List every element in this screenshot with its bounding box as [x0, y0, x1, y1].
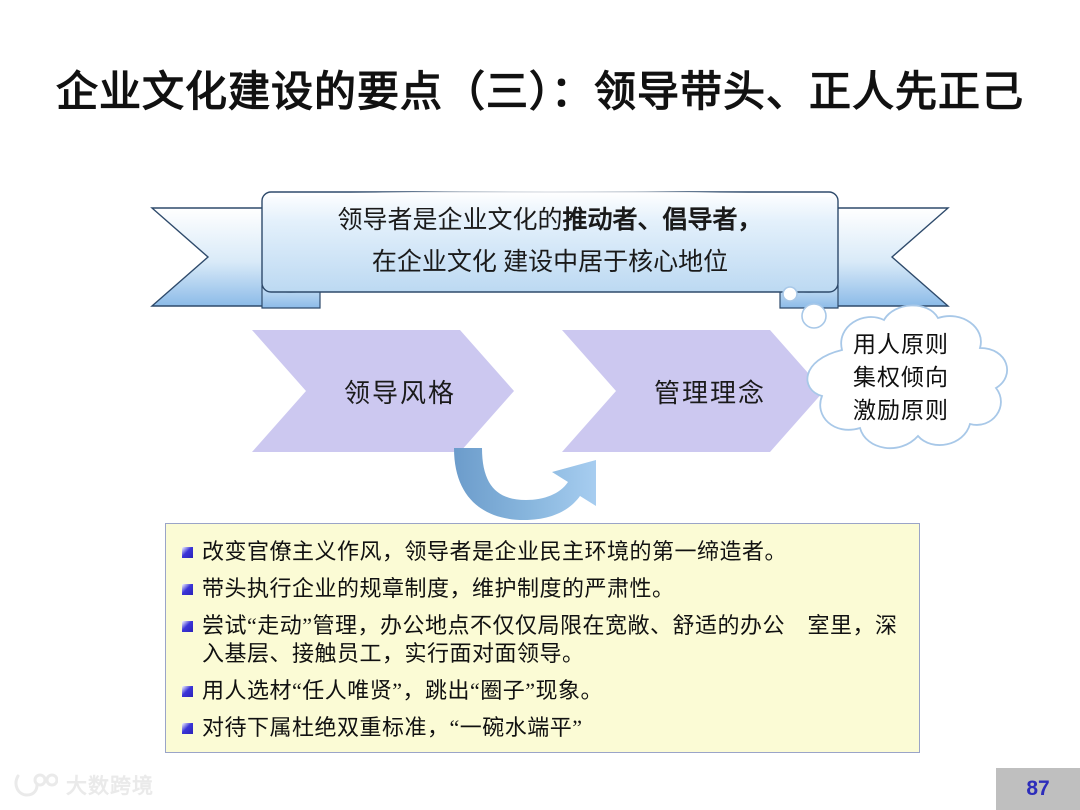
brand-logo-icon: [14, 773, 58, 797]
bullet-text: 对待下属杜绝双重标准，“一碗水端平”: [202, 715, 583, 740]
ribbon-line-1-bold: 推动者、倡导者，: [562, 207, 763, 234]
page-number-bar: 87: [996, 768, 1080, 810]
page-title: 企业文化建设的要点（三）：领导带头、正人先正己: [55, 68, 1024, 115]
chevron-management-philosophy: 管理理念: [562, 330, 824, 452]
bullet-square-icon: [182, 723, 193, 734]
ribbon-line-2: 在企业文化 建设中居于核心地位: [371, 249, 729, 276]
cloud-text: 用人原则 集权倾向 激励原则: [772, 328, 1030, 427]
ribbon-shape: [150, 191, 950, 309]
chevron-label: 管理理念: [653, 378, 766, 408]
chevron-shape: [252, 330, 514, 452]
bullet-square-icon: [182, 686, 193, 697]
bullet-square-icon: [182, 584, 193, 595]
list-item: 改变官僚主义作风，领导者是企业民主环境的第一缔造者。: [182, 538, 903, 566]
list-item: 对待下属杜绝双重标准，“一碗水端平”: [182, 714, 903, 742]
list-item: 带头执行企业的规章制度，维护制度的严肃性。: [182, 575, 903, 603]
curved-arrow-shape: [454, 448, 596, 520]
cloud-line-1: 用人原则: [853, 332, 949, 357]
watermark-text: 大数跨境: [66, 775, 154, 798]
watermark: 大数跨境: [14, 770, 154, 800]
chevron-label: 领导风格: [343, 378, 456, 408]
bullet-text: 用人选材“任人唯贤”，跳出“圈子”现象。: [202, 678, 604, 703]
curved-arrow-icon: [440, 444, 630, 524]
cloud-shape: [782, 286, 1008, 450]
chevron-leadership-style: 领导风格: [252, 330, 514, 452]
bullet-square-icon: [182, 621, 193, 632]
ribbon-text: 领导者是企业文化的推动者、倡导者， 在企业文化 建设中居于核心地位: [265, 200, 835, 284]
bullet-text: 改变官僚主义作风，领导者是企业民主环境的第一缔造者。: [202, 539, 788, 564]
list-item: 尝试“走动”管理，办公地点不仅仅局限在宽敞、舒适的办公 室里，深入基层、接触员工…: [182, 612, 903, 668]
ribbon-line-1-normal: 领导者是企业文化的: [337, 207, 563, 234]
list-item: 用人选材“任人唯贤”，跳出“圈子”现象。: [182, 677, 903, 705]
bullet-text: 带头执行企业的规章制度，维护制度的严肃性。: [202, 576, 675, 601]
ribbon-line-1: 领导者是企业文化的推动者、倡导者，: [265, 200, 835, 242]
ribbon-banner: 领导者是企业文化的推动者、倡导者， 在企业文化 建设中居于核心地位: [150, 186, 950, 310]
bullet-square-icon: [182, 547, 193, 558]
chevron-shape: [562, 330, 824, 452]
bullet-list-box: 改变官僚主义作风，领导者是企业民主环境的第一缔造者。 带头执行企业的规章制度，维…: [165, 523, 920, 753]
page-number: 87: [1026, 777, 1050, 800]
cloud-line-2: 集权倾向: [853, 365, 949, 390]
cloud-line-3: 激励原则: [853, 398, 949, 423]
thought-cloud-callout: 用人原则 集权倾向 激励原则: [772, 286, 1030, 468]
bullet-text: 尝试“走动”管理，办公地点不仅仅局限在宽敞、舒适的办公 室里，深入基层、接触员工…: [202, 613, 898, 666]
